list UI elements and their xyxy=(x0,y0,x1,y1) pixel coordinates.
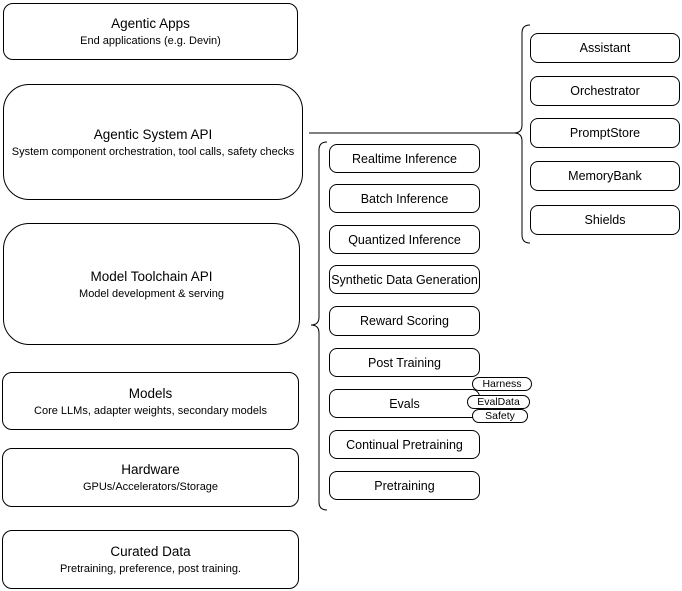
box-title: Curated Data xyxy=(110,544,191,559)
system-components-brace xyxy=(513,24,531,244)
system-component-orchestrator: Orchestrator xyxy=(530,76,680,106)
toolchain-item-pretraining: Pretraining xyxy=(329,471,480,500)
system-component-assistant: Assistant xyxy=(530,33,680,63)
stack-box-model-toolchain-api: Model Toolchain API Model development & … xyxy=(3,223,300,345)
box-subtitle: Model development & serving xyxy=(79,287,224,300)
toolchain-item-batch-inference: Batch Inference xyxy=(329,184,480,213)
toolchain-item-synthetic-data-generation: Synthetic Data Generation xyxy=(329,265,480,294)
box-subtitle: Pretraining, preference, post training. xyxy=(60,563,241,575)
system-component-memorybank: MemoryBank xyxy=(530,161,680,191)
stack-box-agentic-system-api: Agentic System API System component orch… xyxy=(3,84,303,200)
toolchain-brace xyxy=(310,141,328,511)
box-subtitle: Core LLMs, adapter weights, secondary mo… xyxy=(34,404,267,417)
box-title: Agentic System API xyxy=(93,126,213,142)
stack-box-hardware: Hardware GPUs/Accelerators/Storage xyxy=(2,448,299,507)
system-component-shields: Shields xyxy=(530,205,680,235)
eval-badge-harness: Harness xyxy=(472,377,532,391)
box-subtitle: System component orchestration, tool cal… xyxy=(11,145,295,158)
toolchain-item-realtime-inference: Realtime Inference xyxy=(329,144,480,173)
box-title: Agentic Apps xyxy=(111,16,190,31)
box-title: Model Toolchain API xyxy=(90,268,213,284)
eval-badge-safety: Safety xyxy=(472,409,528,423)
toolchain-item-post-training: Post Training xyxy=(329,348,480,377)
toolchain-item-quantized-inference: Quantized Inference xyxy=(329,225,480,254)
toolchain-item-reward-scoring: Reward Scoring xyxy=(329,306,480,336)
system-component-promptstore: PromptStore xyxy=(530,118,680,148)
stack-box-curated-data: Curated Data Pretraining, preference, po… xyxy=(2,530,299,589)
toolchain-item-evals: Evals xyxy=(329,389,480,418)
box-subtitle: End applications (e.g. Devin) xyxy=(80,35,221,47)
eval-badge-evaldata: EvalData xyxy=(467,395,530,409)
box-title: Hardware xyxy=(121,462,180,477)
toolchain-item-continual-pretraining: Continual Pretraining xyxy=(329,430,480,459)
box-title: Models xyxy=(128,385,173,401)
stack-box-agentic-apps: Agentic Apps End applications (e.g. Devi… xyxy=(3,3,298,60)
box-subtitle: GPUs/Accelerators/Storage xyxy=(82,481,219,493)
stack-box-models: Models Core LLMs, adapter weights, secon… xyxy=(2,372,299,430)
